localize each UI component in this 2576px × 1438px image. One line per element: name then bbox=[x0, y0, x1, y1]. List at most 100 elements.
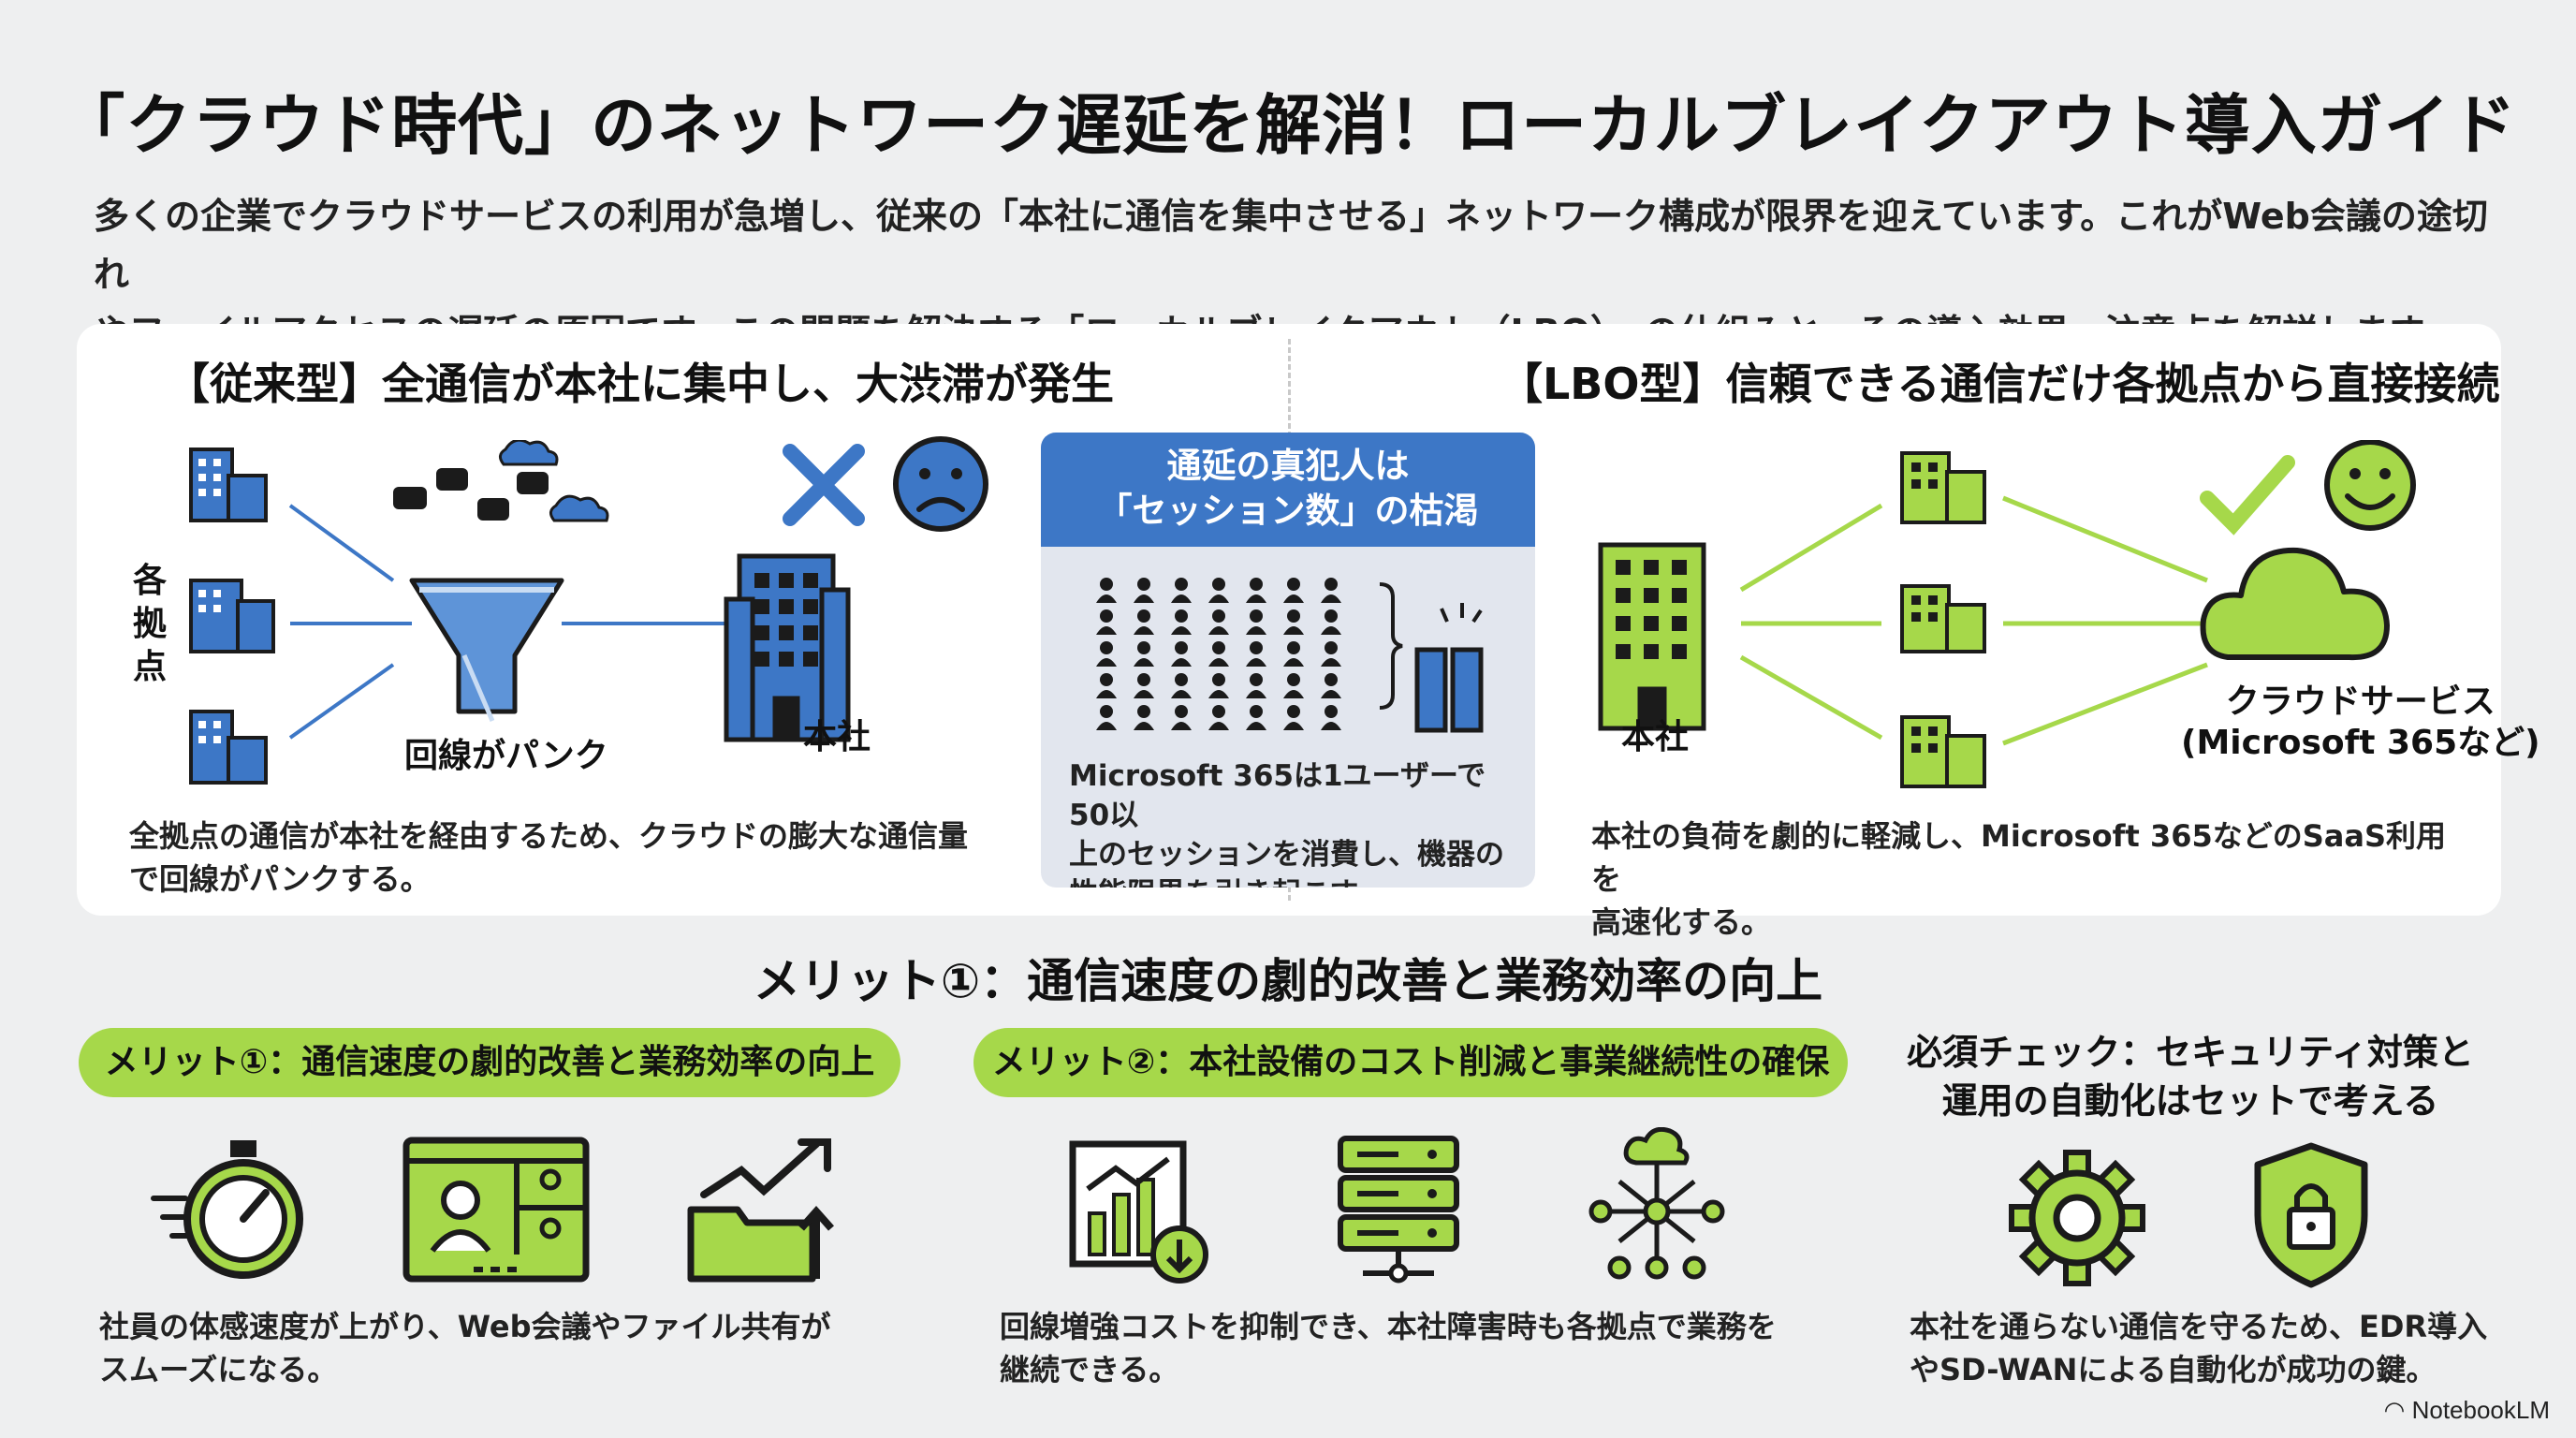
user-figure-head bbox=[1137, 705, 1150, 718]
merit1-desc: 社員の体感速度が上がり、Web会議やファイル共有が スムーズになる。 bbox=[99, 1305, 942, 1391]
user-figure-body bbox=[1283, 658, 1304, 667]
user-figure-body bbox=[1096, 690, 1117, 698]
traditional-desc-line: 全拠点の通信が本社を経由するため、クラウドの膨大な通信量 bbox=[129, 818, 969, 854]
session-card-desc-line: Microsoft 365は1ユーザーで50以 bbox=[1069, 759, 1486, 832]
user-figure-body bbox=[1134, 658, 1154, 667]
user-figure-body bbox=[1134, 690, 1154, 698]
broken-device-icon bbox=[1414, 647, 1484, 733]
sad-face-icon bbox=[893, 436, 988, 532]
user-figure-head bbox=[1137, 609, 1150, 623]
lbo-heading: 【LBO型】信頼できる通信だけ各拠点から直接接続 bbox=[1500, 359, 2500, 409]
user-figure-head bbox=[1325, 705, 1338, 718]
funnel-label: 回線がパンク bbox=[404, 737, 608, 775]
growth-folder-icon bbox=[687, 1138, 834, 1283]
page-title: 「クラウド時代」のネットワーク遅延を解消！ローカルブレイクアウト導入ガイド bbox=[59, 87, 2517, 164]
traffic-cars-icon bbox=[393, 468, 549, 521]
merit2-desc-line: 回線増強コストを抑制でき、本社障害時も各拠点で業務を bbox=[1000, 1309, 1777, 1344]
user-figure-body bbox=[1171, 658, 1192, 667]
lbo-desc-line: 高速化する。 bbox=[1591, 904, 1772, 940]
user-figure-body bbox=[1283, 690, 1304, 698]
merit1-desc-line: スムーズになる。 bbox=[99, 1352, 338, 1387]
user-figure-head bbox=[1250, 641, 1263, 654]
user-figure-body bbox=[1283, 594, 1304, 603]
building-icon bbox=[1900, 715, 1986, 788]
cost-chart-icon bbox=[1069, 1140, 1208, 1284]
building-icon bbox=[189, 448, 268, 522]
merit1-pill: メリット①：通信速度の劇的改善と業務効率の向上 bbox=[79, 1028, 900, 1097]
smile-face-icon bbox=[2324, 440, 2416, 531]
branches-label: 各 拠 点 bbox=[129, 560, 170, 689]
merit2-desc-line: 継続できる。 bbox=[1000, 1352, 1179, 1387]
x-mark-icon bbox=[783, 444, 865, 526]
user-figure-head bbox=[1137, 641, 1150, 654]
notebooklm-logo-icon: ◠ bbox=[2383, 1396, 2412, 1424]
session-card-desc-line: 性能限界を引き起こす。 bbox=[1069, 874, 1518, 888]
cloud-service-label-line: クラウドサービス bbox=[2225, 682, 2496, 721]
check-desc-line: 本社を通らない通信を守るため、EDR導入 bbox=[1910, 1309, 2488, 1344]
user-figure-head bbox=[1287, 705, 1300, 718]
user-figure-head bbox=[1175, 641, 1188, 654]
user-figure-head bbox=[1250, 578, 1263, 591]
user-figure-head bbox=[1325, 641, 1338, 654]
user-figure-head bbox=[1250, 673, 1263, 686]
session-card-desc-line: 上のセッションを消費し、機器の bbox=[1069, 838, 1504, 872]
lbo-hq-label: 本社 bbox=[1621, 718, 1690, 756]
traditional-heading: 【従来型】全通信が本社に集中し、大渋滞が発生 bbox=[167, 359, 1114, 409]
user-figure-body bbox=[1208, 690, 1229, 698]
user-figure-body bbox=[1246, 626, 1266, 635]
merit2-desc: 回線増強コストを抑制でき、本社障害時も各拠点で業務を 継続できる。 bbox=[1000, 1305, 1861, 1391]
user-figure-head bbox=[1287, 578, 1300, 591]
funnel-icon bbox=[409, 578, 564, 714]
user-figure-body bbox=[1208, 594, 1229, 603]
user-figure-body bbox=[1096, 594, 1117, 603]
gear-icon bbox=[2009, 1150, 2145, 1286]
building-icon bbox=[189, 710, 268, 785]
user-figure-head bbox=[1325, 609, 1338, 623]
building-icon bbox=[1900, 451, 1986, 524]
user-figure-body bbox=[1171, 722, 1192, 730]
lbo-desc: 本社の負荷を劇的に軽減し、Microsoft 365などのSaaS利用を 高速化… bbox=[1591, 814, 2462, 944]
intro-line-1: 多くの企業でクラウドサービスの利用が急増し、従来の「本社に通信を集中させる」ネッ… bbox=[94, 196, 2488, 295]
user-figure-head bbox=[1137, 673, 1150, 686]
user-figure-body bbox=[1134, 722, 1154, 730]
user-figure-head bbox=[1212, 641, 1225, 654]
branches-label-char: 拠 bbox=[132, 605, 167, 643]
session-card-title-line: 通延の真犯人は bbox=[1166, 446, 1410, 486]
user-figure-body bbox=[1134, 594, 1154, 603]
merit1-desc-line: 社員の体感速度が上がり、Web会議やファイル共有が bbox=[99, 1309, 831, 1344]
merits-heading: メリット①：通信速度の劇的改善と業務効率の向上 bbox=[753, 954, 1823, 1008]
shield-lock-icon bbox=[2254, 1142, 2368, 1288]
session-card-desc: Microsoft 365は1ユーザーで50以 上のセッションを消費し、機器の … bbox=[1069, 756, 1518, 888]
user-figure-body bbox=[1246, 658, 1266, 667]
user-figure-body bbox=[1096, 626, 1117, 635]
user-figure-body bbox=[1321, 722, 1341, 730]
user-figure-head bbox=[1100, 641, 1113, 654]
user-figure-body bbox=[1171, 690, 1192, 698]
user-figure-head bbox=[1100, 673, 1113, 686]
traditional-desc-line: で回線がパンクする。 bbox=[129, 861, 431, 897]
cloud-network-icon bbox=[1588, 1127, 1725, 1280]
cloud-icon bbox=[549, 494, 609, 522]
user-figure-body bbox=[1321, 658, 1341, 667]
user-figure-head bbox=[1175, 673, 1188, 686]
check-desc-line: やSD-WANによる自動化が成功の鍵。 bbox=[1910, 1352, 2437, 1387]
hq-label: 本社 bbox=[803, 718, 871, 756]
user-crowd-icon bbox=[1096, 578, 1484, 733]
branches-label-char: 点 bbox=[132, 648, 167, 686]
user-figure-head bbox=[1175, 705, 1188, 718]
stopwatch-icon bbox=[151, 1140, 303, 1279]
user-figure-head bbox=[1175, 609, 1188, 623]
check-mark-icon bbox=[2200, 455, 2295, 536]
user-figure-body bbox=[1321, 594, 1341, 603]
user-figure-head bbox=[1325, 673, 1338, 686]
user-figure-head bbox=[1212, 578, 1225, 591]
user-figure-body bbox=[1208, 722, 1229, 730]
check-heading: 必須チェック：セキュリティ対策と 運用の自動化はセットで考える bbox=[1900, 1028, 2481, 1125]
user-figure-body bbox=[1283, 722, 1304, 730]
notebooklm-brand: ◠ NotebookLM bbox=[2384, 1396, 2550, 1425]
user-figure-head bbox=[1212, 609, 1225, 623]
merit2-pill: メリット②：本社設備のコスト削減と事業継続性の確保 bbox=[973, 1028, 1848, 1097]
check-heading-line: 運用の自動化はセットで考える bbox=[1941, 1080, 2439, 1122]
user-figure-head bbox=[1325, 578, 1338, 591]
cloud-icon bbox=[2200, 547, 2390, 661]
